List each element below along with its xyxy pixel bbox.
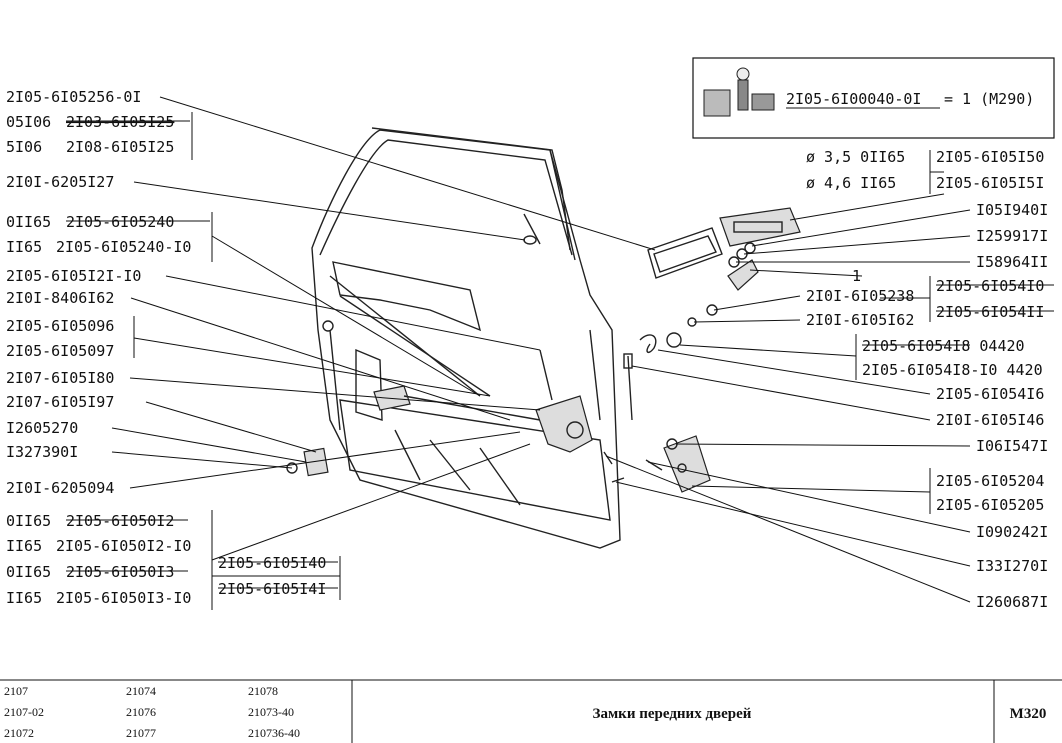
label-qty: II65: [6, 589, 42, 607]
label-prefix: ø 3,5 0II65: [806, 148, 905, 166]
label-part: 2I05-6I05I50: [936, 148, 1044, 166]
label-part: 2I07-6I05I97: [6, 393, 114, 411]
label-part: 2I05-6I05I5I: [936, 174, 1044, 192]
label-part: 2I05-6I054I0: [936, 277, 1044, 295]
lock-mechanism: [535, 395, 593, 453]
kit-box: 2I05-6I00040-0I = 1 (M290): [692, 57, 1055, 139]
label-part: 2I05-6I05205: [936, 496, 1044, 514]
label-part: 2I08-6I05I25: [66, 138, 174, 156]
page-title: Замки передних дверей: [593, 706, 752, 722]
model-cell: 21073-40: [248, 705, 294, 719]
label-part: 2I05-6I05204: [936, 472, 1044, 490]
kit-suffix: = 1 (M290): [944, 90, 1034, 108]
model-cell: 21078: [248, 684, 278, 698]
label-qty: II65: [6, 537, 42, 555]
label-part: 2I07-6I05I80: [6, 369, 114, 387]
label-part: 2I05-6I050I2: [66, 512, 174, 530]
model-cell: 2107-02: [4, 705, 44, 719]
kit-lock-icon: [703, 67, 775, 117]
label-part: I2605270: [6, 419, 78, 437]
label-part: I33I270I: [976, 557, 1048, 575]
label-qty: 0II65: [6, 512, 51, 530]
label-part: 2I05-6I05I4I: [218, 580, 326, 598]
leader-lines: [111, 96, 971, 610]
label-part: 2I05-6I05256-0I: [6, 88, 141, 106]
label-qty: 0II65: [6, 563, 51, 581]
lock-cylinder: [727, 259, 759, 291]
label-part: 2I05-6I05097: [6, 342, 114, 360]
left-labels: 2I05-6I05256-0I 05I06 2I03-6I05I25 5I06 …: [6, 88, 210, 607]
label-part: 2I0I-8406I62: [6, 289, 114, 307]
model-cell: 21076: [126, 705, 156, 719]
label-qty: 05I06: [6, 113, 51, 131]
label-part: 2I05-6I05240-I0: [56, 238, 191, 256]
label-part: 2I0I-6I05I62: [806, 311, 914, 329]
label-part: 2I05-6I054I6: [936, 385, 1044, 403]
label-part: 2I0I-6I05238: [806, 287, 914, 305]
label-part: 2I05-6I05I2I-I0: [6, 267, 141, 285]
label-part: 2I0I-6205I27: [6, 173, 114, 191]
label-part: I260687I: [976, 593, 1048, 611]
model-cell: 21074: [126, 684, 156, 698]
label-part: 2I05-6I054I8-I0 4420: [862, 361, 1043, 379]
label-part: 2I05-6I05240: [66, 213, 174, 231]
door-drawing: [286, 127, 621, 549]
striker-plate: [663, 435, 711, 493]
middle-labels: 2I05-6I05I40 2I05-6I05I4I 2I0I-6I05238 2…: [218, 267, 914, 598]
label-part: 2I05-6I05I40: [218, 554, 326, 572]
label-part: I259917I: [976, 227, 1048, 245]
label-part: I58964II: [976, 253, 1048, 271]
outer-handle: [719, 207, 801, 247]
label-part: 2I05-6I050I2-I0: [56, 537, 191, 555]
right-hardware: [603, 207, 801, 493]
label-part: 2I05-6I050I3: [66, 563, 174, 581]
kit-code: 2I05-6I00040-0I: [786, 90, 921, 108]
label-part: I05I940I: [976, 201, 1048, 219]
model-cell: 2107: [4, 684, 28, 698]
label-number: 1: [852, 267, 861, 285]
label-part: 2I05-6I05096: [6, 317, 114, 335]
model-cell: 21077: [126, 726, 156, 740]
label-part: I090242I: [976, 523, 1048, 541]
label-qty: II65: [6, 238, 42, 256]
right-labels: ø 3,5 0II65 2I05-6I05I50 ø 4,6 II65 2I05…: [806, 148, 1054, 611]
label-qty: 0II65: [6, 213, 51, 231]
label-prefix: ø 4,6 II65: [806, 174, 896, 192]
label-part: 2I0I-6I05I46: [936, 411, 1044, 429]
label-part: 2I05-6I050I3-I0: [56, 589, 191, 607]
label-part: 2I05-6I054I8 04420: [862, 337, 1025, 355]
model-cell: 21072: [4, 726, 34, 740]
label-part: 2I05-6I054II: [936, 303, 1044, 321]
label-part: I06I547I: [976, 437, 1048, 455]
label-part: I327390I: [6, 443, 78, 461]
label-qty: 5I06: [6, 138, 42, 156]
label-part: 2I0I-6205094: [6, 479, 114, 497]
model-cell: 210736-40: [248, 726, 300, 740]
footer: 2107 21074 21078 2107-02 21076 21073-40 …: [0, 679, 1062, 743]
page-code: M320: [1010, 706, 1047, 722]
label-part: 2I03-6I05I25: [66, 113, 174, 131]
